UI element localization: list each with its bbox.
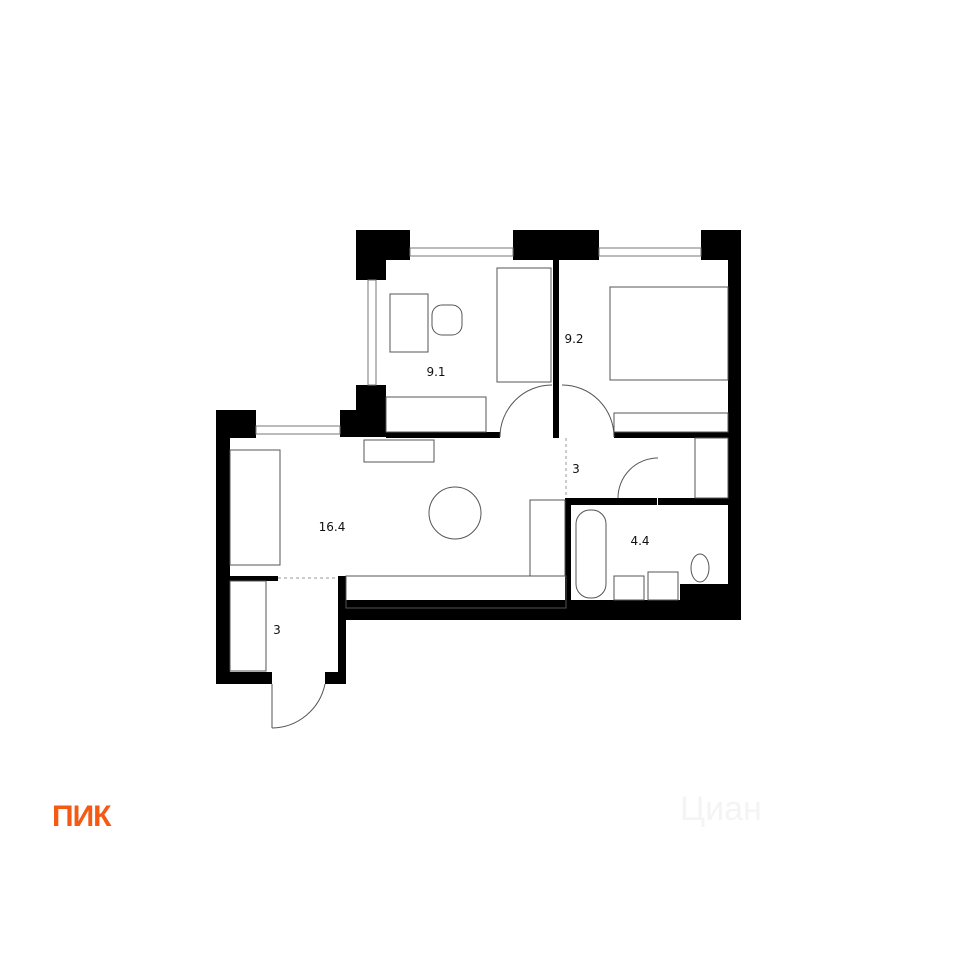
furniture: [229, 267, 729, 729]
brand-logo: ПИК: [52, 800, 111, 833]
room-area-kitchen-living: 16.4: [318, 520, 346, 534]
watermark: Циан: [680, 790, 762, 828]
windows: [255, 247, 702, 435]
room-area-bedroom: 9.2: [564, 332, 584, 346]
room-area-bathroom: 4.4: [630, 534, 650, 548]
room-area-hallway: 3: [572, 462, 580, 476]
room-area-kids-room: 9.1: [426, 365, 446, 379]
room-area-entrance: 3: [273, 623, 281, 637]
walls: [216, 230, 741, 684]
